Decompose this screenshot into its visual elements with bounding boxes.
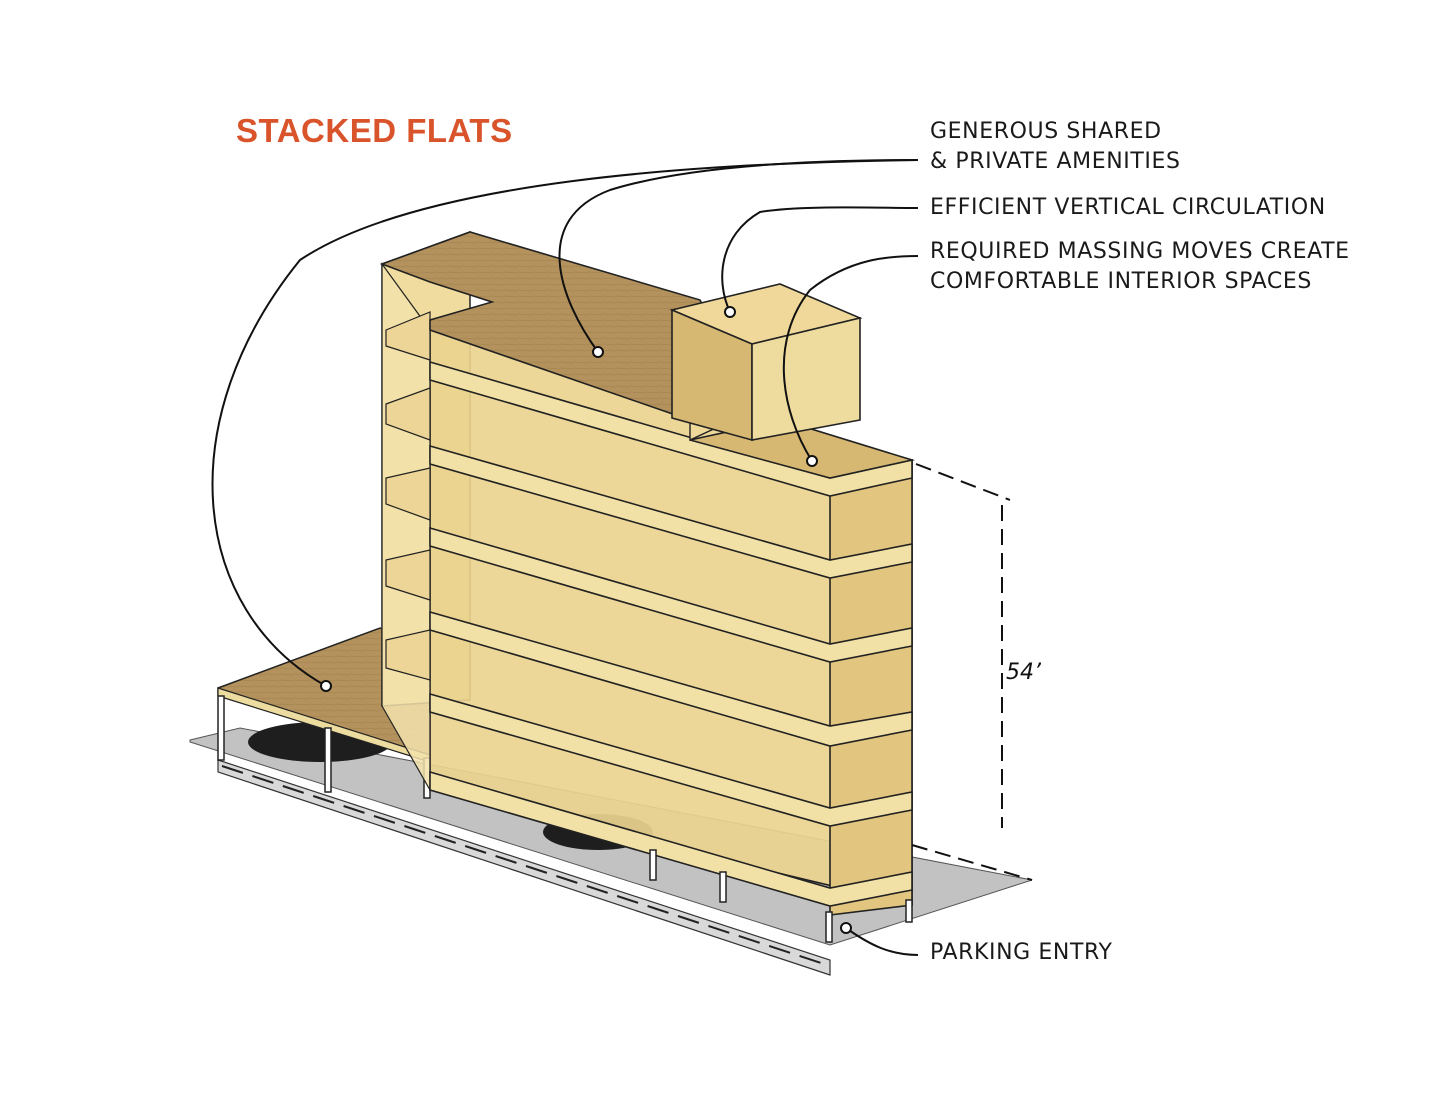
roof-terrace <box>379 231 752 421</box>
leader-lines <box>211 159 919 956</box>
callout-line: COMFORTABLE INTERIOR SPACES <box>930 269 1312 294</box>
parking-dimension <box>911 844 1033 881</box>
leader-circulation <box>721 206 919 313</box>
leader-amenities-podium <box>211 159 919 687</box>
callout-line: EFFICIENT VERTICAL CIRCULATION <box>930 195 1326 220</box>
callout-amenities: GENEROUS SHARED & PRIVATE AMENITIES <box>930 117 1181 177</box>
callout-line: & PRIVATE AMENITIES <box>930 149 1181 174</box>
callout-line: REQUIRED MASSING MOVES CREATE <box>930 239 1350 264</box>
circulation-core-side <box>751 316 861 441</box>
leader-massing <box>782 255 919 462</box>
rear-slabs <box>385 311 431 681</box>
main-end-face <box>829 459 913 916</box>
callout-line: GENEROUS SHARED <box>930 119 1162 144</box>
height-dimension-top <box>915 463 1011 501</box>
callout-parking: PARKING ENTRY <box>930 938 1113 968</box>
property-line <box>221 765 831 967</box>
callout-massing: REQUIRED MASSING MOVES CREATE COMFORTABL… <box>930 237 1350 297</box>
height-dimension-label: 54’ <box>1006 660 1041 685</box>
site-slab <box>217 759 831 976</box>
callout-circulation: EFFICIENT VERTICAL CIRCULATION <box>930 193 1326 223</box>
leader-parking <box>845 927 919 956</box>
diagram-title: STACKED FLATS <box>236 112 513 149</box>
callout-line: PARKING ENTRY <box>930 940 1113 965</box>
ground-columns <box>649 849 913 943</box>
leader-dots <box>320 306 852 934</box>
